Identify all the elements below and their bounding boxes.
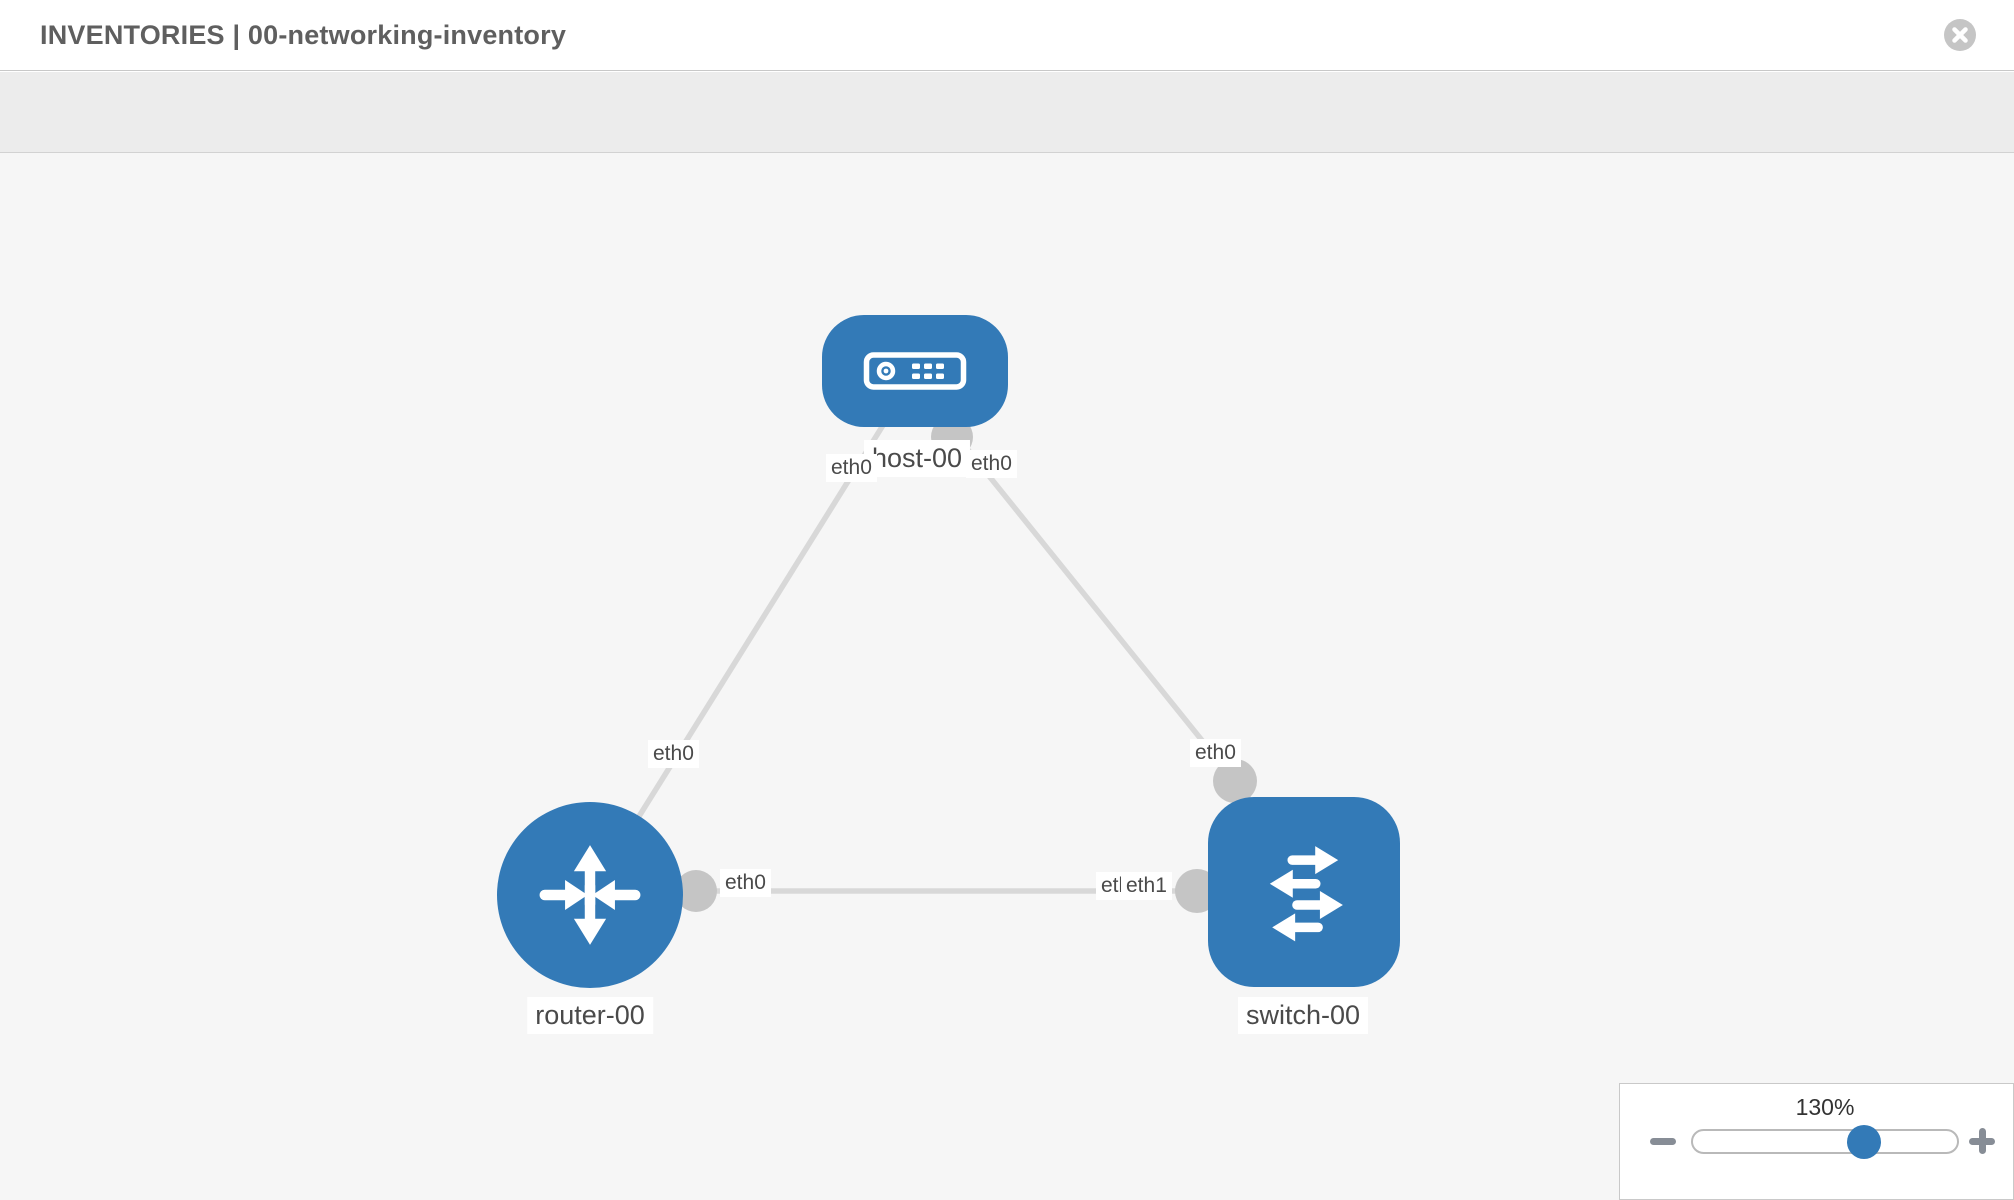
zoom-level-value: 130% [1795,1094,1855,1120]
topology-canvas: host-00 router-00 switch-00 eth0 eth0 et… [0,153,2014,1200]
interface-label-router-to-switch: eth0 [720,869,771,897]
plus-vertical-bar [1978,1128,1986,1154]
interface-label-switch-to-host: eth0 [1190,739,1241,767]
zoom-out-minus-icon[interactable] [1650,1138,1676,1145]
node-host-00[interactable] [822,315,1008,427]
host-icon [863,352,967,390]
close-icon [1952,27,1968,43]
node-label-switch: switch-00 [1237,997,1369,1034]
node-router-00[interactable] [497,802,683,988]
zoom-slider-track[interactable] [1691,1129,1959,1154]
links-layer [587,372,1257,913]
zoom-panel: 130% [1619,1083,2014,1200]
zoom-slider-thumb[interactable] [1847,1125,1881,1159]
interface-label-router-to-host: eth0 [648,740,699,768]
switch-icon [1269,846,1343,942]
interface-dot-switch-top [1213,759,1257,803]
interface-dot-router [675,870,717,912]
interface-label-host-to-switch: eth0 [966,450,1017,478]
page-title: INVENTORIES | 00-networking-inventory [40,20,567,50]
router-icon [539,845,641,945]
header-bar: INVENTORIES | 00-networking-inventory [0,0,2014,71]
close-button[interactable] [1944,19,1976,51]
zoom-in-plus-icon[interactable] [1969,1128,1995,1155]
node-label-router: router-00 [527,997,653,1034]
interface-label-switch-to-router: eth1 [1121,872,1172,900]
node-switch-00[interactable] [1208,797,1400,987]
node-label-host: host-00 [863,440,971,477]
interface-label-host-to-router: eth0 [826,454,877,482]
link-host-switch[interactable] [949,428,1253,802]
toolbar: ACTIONS SEARCH [0,72,2014,214]
